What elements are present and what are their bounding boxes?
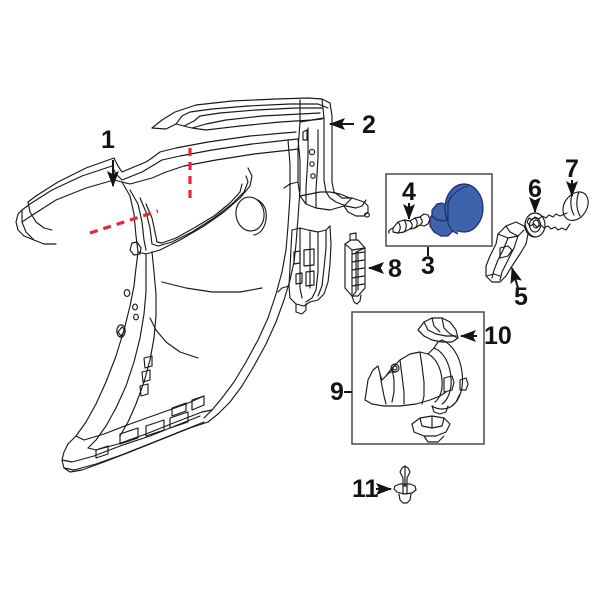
callout-8: 8 xyxy=(388,255,402,283)
part-fuel-filler-retainer-highlighted xyxy=(429,183,484,237)
section-lines xyxy=(89,148,192,235)
callout-5: 5 xyxy=(514,283,528,311)
part-retainer-pin xyxy=(388,213,431,234)
callout-1: 1 xyxy=(101,126,115,154)
part-vent-grille xyxy=(344,232,366,305)
callout-10: 10 xyxy=(484,322,512,350)
part-liner-clip xyxy=(417,317,459,343)
part-quarter-panel-outer xyxy=(15,131,332,473)
callout-labels: 1 2 3 4 5 6 7 8 9 10 11 xyxy=(101,111,579,503)
part-push-pin-clip xyxy=(393,465,417,504)
callout-2: 2 xyxy=(362,111,376,139)
callout-11: 11 xyxy=(352,475,379,503)
leader-5 xyxy=(510,267,523,289)
box-wheelhouse-liner xyxy=(351,311,485,445)
callout-9: 9 xyxy=(330,378,344,406)
part-rear-pillar-reinforcement xyxy=(283,98,370,218)
box-retainer-kit xyxy=(385,173,493,247)
part-wheelhouse-liner xyxy=(364,339,469,443)
callout-leaders xyxy=(107,118,578,495)
callout-7: 7 xyxy=(565,155,579,183)
section-line-diagonal xyxy=(89,209,159,235)
part-bracket-clip xyxy=(485,221,529,283)
callout-3: 3 xyxy=(421,252,435,280)
callout-4: 4 xyxy=(402,178,416,206)
callout-6: 6 xyxy=(528,175,542,203)
part-roof-rail-extension xyxy=(151,97,331,131)
